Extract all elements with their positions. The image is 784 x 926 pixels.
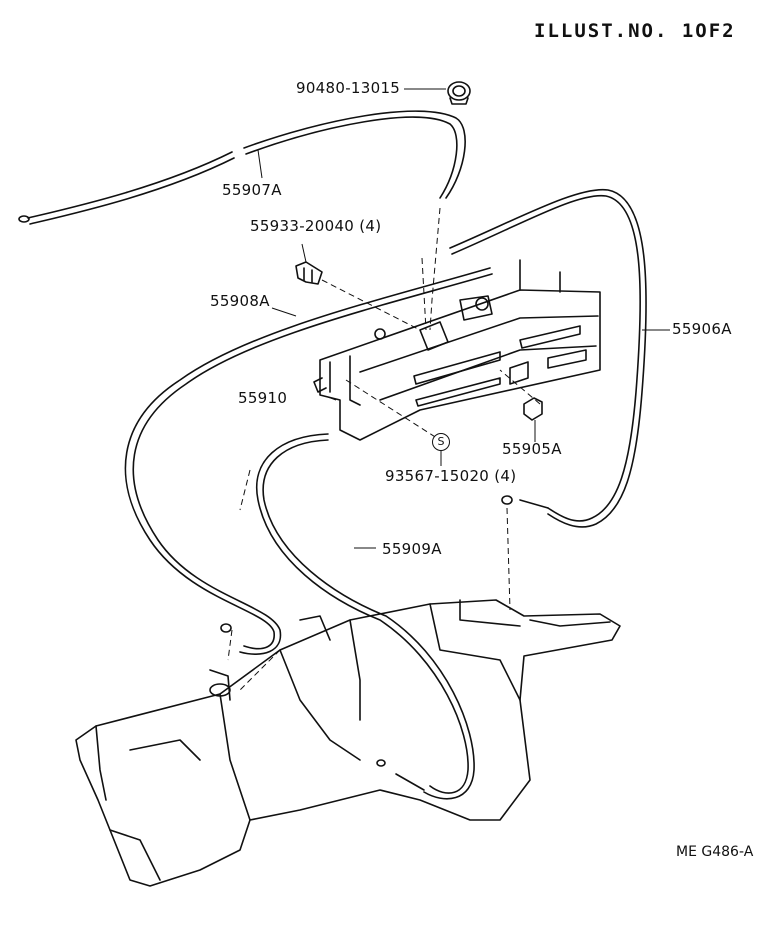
control-unit-55910 [313, 259, 601, 441]
part-label-55908a: 55908A [210, 292, 270, 310]
part-label-55910: 55910 [238, 389, 288, 407]
transmission [75, 599, 621, 887]
part-label-55907a: 55907A [222, 181, 282, 199]
part-label-90480-13015: 90480-13015 [296, 79, 401, 97]
part-label-55933-20040: 55933-20040 (4) [250, 217, 382, 235]
knob-55905a [523, 397, 543, 421]
cable-55908a [124, 267, 493, 655]
part-label-93567-15020: 93567-15020 (4) [385, 467, 517, 485]
part-label-55905a: 55905A [502, 440, 562, 458]
leader-lines [257, 88, 670, 549]
part-label-55906a: 55906A [672, 320, 732, 338]
illustration-number: ILLUST.NO. 1OF2 [534, 20, 736, 42]
cable-55906a [449, 188, 647, 528]
diagram-code: ME G486-A [676, 844, 754, 860]
part-label-55909a: 55909A [382, 540, 442, 558]
grommet-90480-13015 [447, 81, 471, 105]
standard-part-symbol: S [432, 433, 450, 451]
cable-55907a [18, 110, 466, 225]
cable-55909a [255, 433, 475, 800]
alignment-lines [227, 207, 541, 691]
clip-55933-20040 [295, 261, 323, 285]
